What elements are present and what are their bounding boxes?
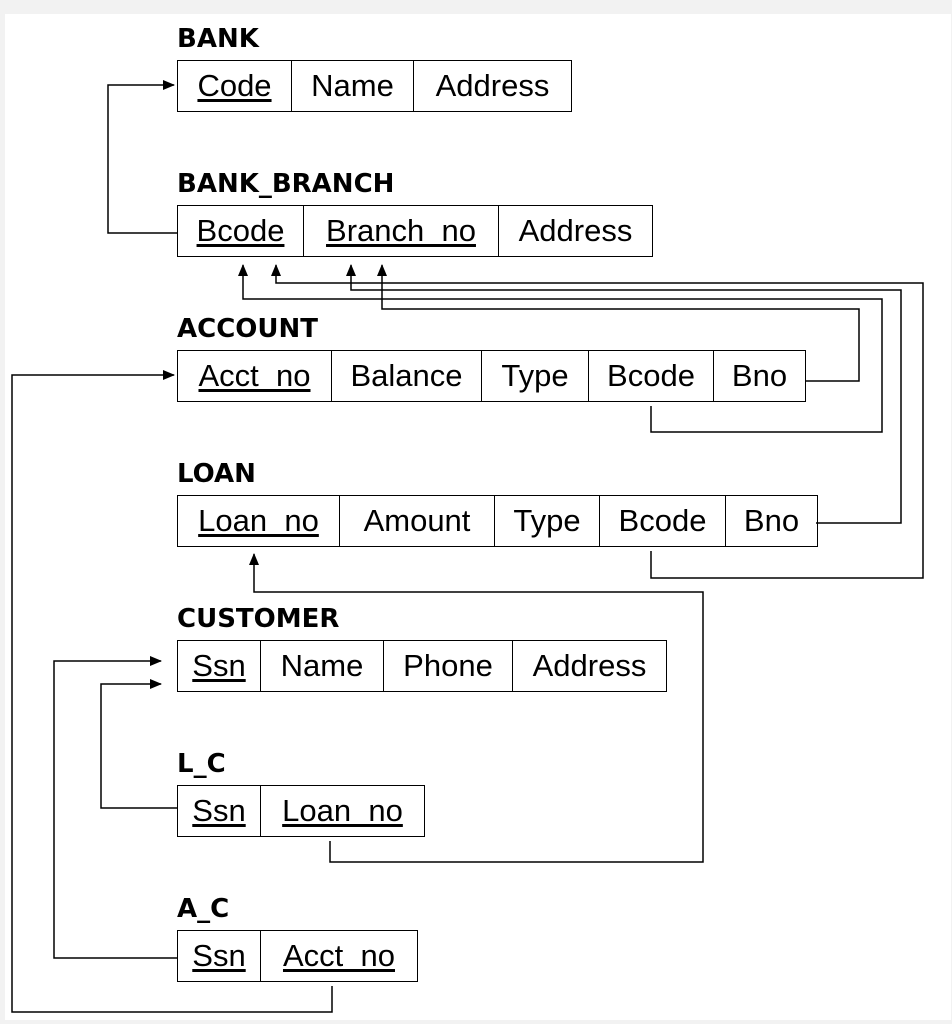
table-name: A_C	[177, 894, 230, 924]
column-branch-no: Branch_no	[304, 206, 499, 256]
table-name: BANK	[177, 24, 259, 54]
column-bcode: Bcode	[589, 351, 714, 401]
column-ssn: Ssn	[178, 641, 261, 691]
fk-arrow-account-bno-to-branch-no	[377, 264, 860, 382]
table-name: BANK_BRANCH	[177, 169, 395, 199]
fk-arrow-loan-bno-to-branch-no	[346, 264, 902, 524]
table-row: Bcode Branch_no Address	[177, 205, 653, 257]
column-type: Type	[482, 351, 589, 401]
column-ssn: Ssn	[178, 786, 261, 836]
column-loan-no: Loan_no	[178, 496, 340, 546]
column-name: Name	[292, 61, 414, 111]
column-name: Name	[261, 641, 384, 691]
column-ssn: Ssn	[178, 931, 261, 981]
column-loan-no: Loan_no	[282, 793, 403, 828]
table-row: Ssn Loan_no	[177, 785, 425, 837]
fk-arrow-loan-bcode-to-branch-bcode	[271, 264, 924, 579]
column-bcode: Bcode	[600, 496, 726, 546]
table-name: ACCOUNT	[177, 314, 318, 344]
table-name: L_C	[177, 749, 226, 779]
column-phone: Phone	[384, 641, 513, 691]
column-address: Address	[518, 213, 633, 248]
column-amount: Amount	[340, 496, 495, 546]
column-bno: Bno	[743, 503, 800, 538]
column-address: Address	[532, 648, 647, 683]
fk-arrow-ac-acct-no-to-account	[11, 370, 333, 1013]
fk-arrow-bank-branch-bcode-to-bank-code	[107, 80, 177, 234]
fk-arrow-lc-loan-no-to-loan	[249, 553, 704, 863]
table-name: CUSTOMER	[177, 604, 340, 634]
column-type: Type	[495, 496, 600, 546]
column-acct-no: Acct_no	[178, 351, 332, 401]
table-name: LOAN	[177, 459, 256, 489]
column-acct-no: Acct_no	[282, 938, 395, 973]
column-balance: Balance	[332, 351, 482, 401]
fk-arrow-account-bcode-to-branch-bcode	[238, 264, 883, 433]
column-address: Address	[435, 68, 550, 103]
table-row: Acct_no Balance Type Bcode Bno	[177, 350, 806, 402]
table-row: Loan_no Amount Type Bcode Bno	[177, 495, 818, 547]
table-row: Code Name Address	[177, 60, 572, 112]
column-bno: Bno	[731, 358, 788, 393]
column-bcode: Bcode	[178, 206, 304, 256]
fk-arrow-lc-ssn-to-customer	[100, 679, 177, 809]
table-row: Ssn Acct_no	[177, 930, 418, 982]
table-row: Ssn Name Phone Address	[177, 640, 667, 692]
column-code: Code	[178, 61, 292, 111]
fk-arrow-ac-ssn-to-customer	[53, 656, 177, 959]
